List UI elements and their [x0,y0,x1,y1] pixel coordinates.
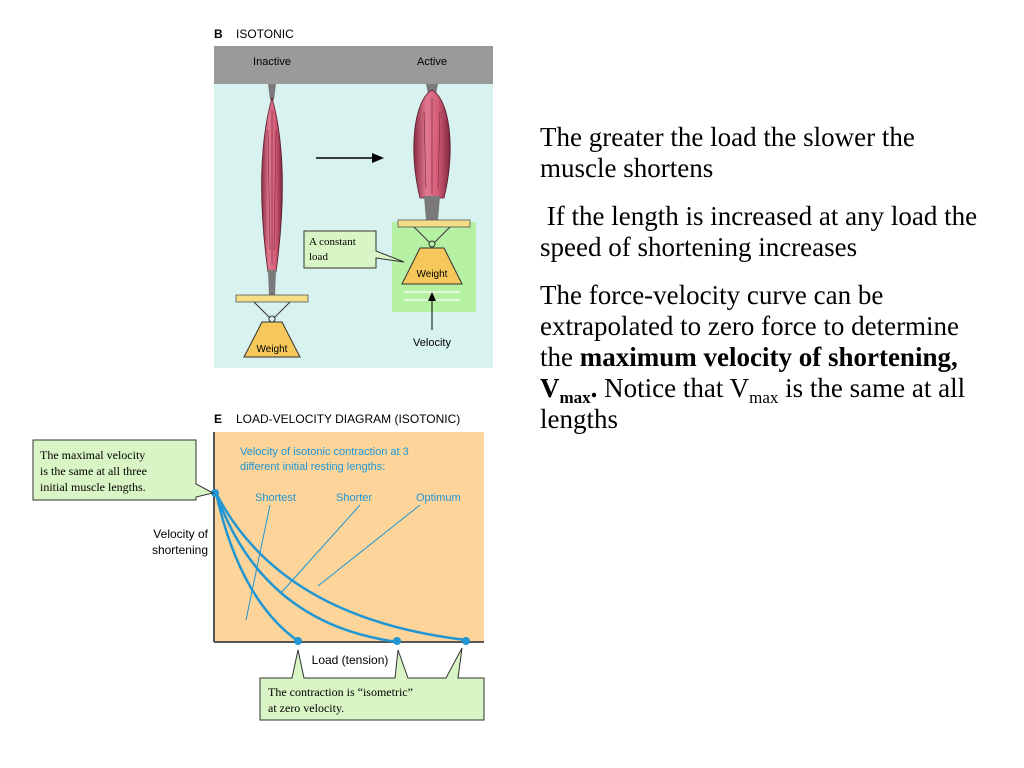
isometric-callout-line1: The contraction is “isometric” [268,685,413,699]
explanation-text: The greater the load the slower the musc… [540,122,980,452]
para3-post-sub: max [749,388,779,407]
vmax-callout-line1: The maximal velocity [40,448,145,462]
leader-optimum [317,504,421,587]
constant-load-callout: A constant load [303,230,405,269]
plot-caption-line2: different initial resting lengths: [240,461,385,473]
vmax-callout-line2: is the same at all three [40,464,147,478]
isometric-callout-line2: at zero velocity. [268,701,344,715]
active-weight-assembly: Weight [397,219,471,301]
ceiling-bar [214,46,493,84]
active-muscle [413,84,451,220]
curve-label-shorter: Shorter [336,492,372,504]
curve-shortest [214,492,299,643]
plot-background [214,432,484,642]
load-velocity-panel: E LOAD-VELOCITY DIAGRAM (ISOTONIC) Veloc… [32,412,485,721]
curve-optimum [214,492,467,642]
explanation-para-2: If the length is increased at any load t… [540,201,984,262]
isometric-point-shortest [294,637,302,645]
constant-load-line1: A constant [309,236,356,248]
y-axis-label-line2: shortening [152,543,208,557]
plot-caption-line1: Velocity of isotonic contraction at 3 [240,446,409,458]
isometric-point-shorter [393,637,401,645]
active-label: Active [417,56,447,68]
load-velocity-panel-letter: E [214,412,222,426]
weight-label-left: Weight [257,344,288,355]
contraction-arrow [316,153,384,163]
para3-bold: maximum velocity of shortening, Vmax. [540,342,958,406]
isotonic-panel: B ISOTONIC Inactive Active Weight [214,27,493,368]
y-axis-label-line1: Velocity of [153,527,208,541]
para3-bold-text: maximum velocity of shortening, V [540,342,958,403]
inactive-weight-assembly: Weight [235,294,309,358]
vmax-callout-line3: initial muscle lengths. [40,480,146,494]
x-axis-label: Load (tension) [312,653,389,667]
curve-label-optimum: Optimum [416,492,461,504]
weight-label-right: Weight [417,269,448,280]
curve-shorter [214,492,399,644]
para3-bold-sub: max [559,388,591,407]
explanation-para-3: The force-velocity curve can be extrapol… [540,280,980,435]
vmax-point [211,489,219,497]
isometric-callout: The contraction is “isometric” at zero v… [259,647,485,721]
inactive-label: Inactive [253,56,291,68]
isometric-point-optimum [462,637,470,645]
velocity-label: Velocity [413,337,451,349]
para3-bold-end: . [590,373,598,403]
constant-load-line2: load [309,251,328,263]
isotonic-panel-letter: B [214,27,223,41]
leader-shorter [279,504,361,595]
para3-post-end: is the same at all lengths [540,373,966,434]
leader-shortest [245,504,271,621]
velocity-arrow [428,292,436,330]
explanation-para-1: The greater the load the slower the musc… [540,122,915,183]
isotonic-panel-title: ISOTONIC [236,27,294,41]
para3-post-pre: Notice that V [597,373,750,403]
curve-label-shortest: Shortest [255,492,296,504]
vmax-callout: The maximal velocity is the same at all … [32,439,215,501]
inactive-muscle [261,84,283,296]
para3-pre: The force-velocity curve can be extrapol… [540,280,960,372]
load-velocity-panel-title: LOAD-VELOCITY DIAGRAM (ISOTONIC) [236,412,460,426]
